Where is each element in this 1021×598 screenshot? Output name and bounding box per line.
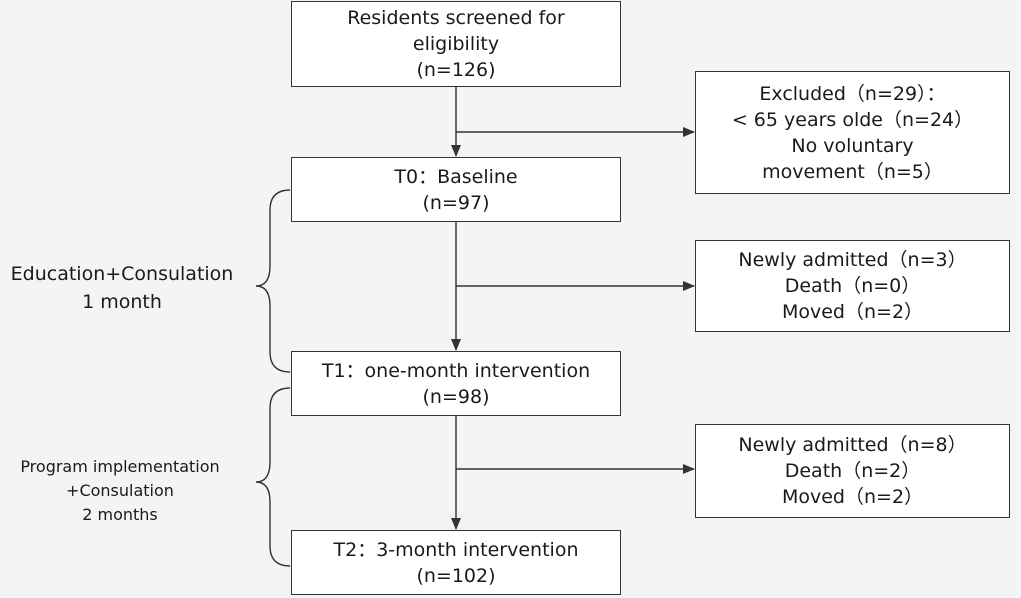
phase2-line2: +Consulation: [66, 481, 174, 500]
change1-box: Newly admitted（n=3） Death（n=0） Moved（n=2…: [695, 240, 1010, 332]
t0-box: T0：Baseline (n=97): [291, 157, 621, 222]
change1-line1: Newly admitted（n=3）: [738, 249, 967, 271]
t2-line2: (n=102): [416, 564, 496, 587]
change1-line2: Death（n=0）: [784, 275, 921, 297]
t1-box: T1：one-month intervention (n=98): [291, 351, 621, 416]
change2-line3: Moved（n=2）: [781, 486, 924, 508]
change2-line1: Newly admitted（n=8）: [738, 434, 967, 456]
change2-box: Newly admitted（n=8） Death（n=2） Moved（n=2…: [695, 424, 1010, 518]
t1-line2: (n=98): [422, 385, 490, 408]
phase2-label: Program implementation +Consulation 2 mo…: [0, 455, 240, 527]
excluded-box: Excluded（n=29）： < 65 years olde（n=24） No…: [695, 71, 1010, 194]
t1-line1: T1：one-month intervention: [321, 359, 591, 382]
t0-line2: (n=97): [422, 191, 490, 214]
screened-box: Residents screened for eligibility (n=12…: [291, 1, 621, 87]
excluded-line4: movement（n=5）: [762, 160, 943, 183]
t0-line1: T0：Baseline: [394, 165, 518, 188]
phase1-line2: 1 month: [82, 291, 162, 313]
t2-box: T2：3-month intervention (n=102): [291, 530, 621, 595]
phase2-line3: 2 months: [82, 505, 158, 524]
change2-line2: Death（n=2）: [784, 460, 921, 482]
phase1-label: Education+Consulation 1 month: [0, 260, 244, 316]
phase1-line1: Education+Consulation: [10, 263, 234, 285]
brace-phase2: [255, 387, 291, 567]
screened-line2: eligibility: [412, 33, 500, 55]
brace-phase1: [255, 189, 291, 373]
screened-line3: (n=126): [416, 59, 496, 81]
change1-line3: Moved（n=2）: [781, 301, 924, 323]
excluded-line3: No voluntary: [791, 134, 914, 157]
excluded-line1: Excluded（n=29）：: [759, 82, 946, 105]
excluded-line2: < 65 years olde（n=24）: [731, 108, 974, 131]
t2-line1: T2：3-month intervention: [333, 538, 579, 561]
phase2-line1: Program implementation: [20, 457, 220, 476]
screened-line1: Residents screened for: [347, 7, 565, 29]
